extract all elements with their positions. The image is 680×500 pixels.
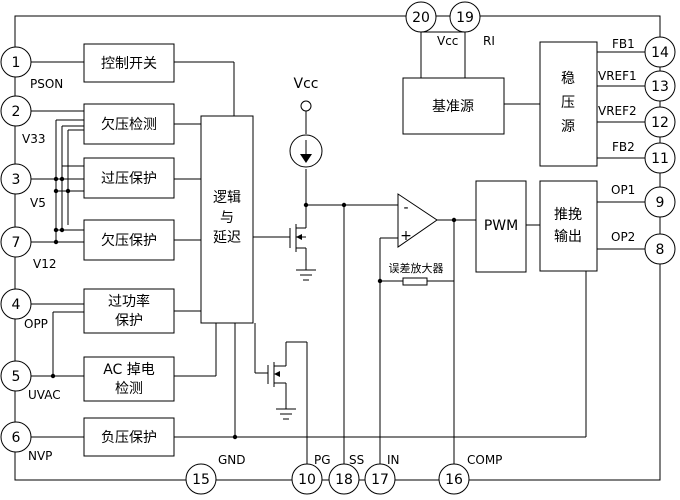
- pin-19-label: RI: [483, 34, 495, 48]
- pin-18-number: 18: [335, 472, 353, 488]
- reference-block: 基准源: [432, 98, 474, 115]
- pin-13-number: 13: [651, 79, 669, 95]
- pin-17: [364, 463, 396, 495]
- pin-5-label: UVAC: [28, 388, 61, 402]
- error-amp-label: 误差放大器: [389, 261, 444, 275]
- pin-11-label: FB2: [612, 140, 635, 154]
- pin-7-number: 7: [12, 235, 21, 251]
- pin-15-label: GND: [218, 453, 246, 467]
- pin-4-number: 4: [12, 297, 21, 313]
- pin-5: [0, 360, 32, 392]
- pin-2-label: V33: [22, 132, 45, 146]
- undervoltage-protect-block: 欠压保护: [101, 233, 157, 249]
- pin-7: [0, 226, 32, 258]
- logic-delay-line3: 延迟: [213, 230, 241, 246]
- pin-17-number: 17: [371, 472, 389, 488]
- pin-8: [644, 233, 676, 265]
- logic-delay-line2: 与: [220, 210, 234, 226]
- pin-12: [644, 106, 676, 138]
- undervoltage-detect-block: 欠压检测: [101, 117, 157, 133]
- pin-14-label: FB1: [612, 37, 635, 51]
- pin-15-number: 15: [192, 472, 210, 488]
- pin-14-number: 14: [651, 45, 669, 61]
- overpower-protect-line2: 保护: [115, 313, 143, 329]
- pin-8-number: 8: [656, 242, 665, 258]
- pin-13-label: VREF1: [598, 69, 637, 83]
- pin-16-label: COMP: [467, 453, 502, 467]
- pin-19-number: 19: [456, 10, 474, 26]
- pin-12-label: VREF2: [598, 104, 637, 118]
- overvoltage-protect-block: 过压保护: [101, 171, 157, 187]
- ac-detect-line2: 检测: [115, 381, 143, 397]
- regulator-line3: 源: [561, 119, 575, 135]
- pin-10-number: 10: [298, 472, 316, 488]
- pin-10-label: PG: [314, 453, 331, 467]
- vcc-source-label: Vcc: [294, 76, 319, 92]
- regulator-line2: 压: [561, 95, 575, 111]
- pin-9-label: OP1: [611, 183, 635, 197]
- pin-12-number: 12: [651, 115, 669, 131]
- ac-detect-line1: AC 掉电: [103, 362, 155, 378]
- pwm-block: PWM: [484, 218, 518, 234]
- overpower-protect-line1: 过功率: [108, 293, 150, 310]
- pin-18: [328, 463, 360, 495]
- pin-18-label: SS: [349, 453, 364, 467]
- pin-1-label: PSON: [30, 77, 63, 91]
- pin-15: [185, 463, 217, 495]
- pin-17-label: IN: [387, 453, 400, 467]
- pin-19: [449, 1, 481, 33]
- pin-3-label: V5: [30, 196, 46, 210]
- pin-13: [644, 70, 676, 102]
- regulator-line1: 稳: [561, 71, 575, 87]
- pin-16: [438, 463, 470, 495]
- pin-16-number: 16: [445, 472, 463, 488]
- pin-1: [0, 46, 32, 78]
- pin-2: [0, 95, 32, 127]
- opamp-minus: -: [403, 200, 408, 216]
- pin-11-number: 11: [651, 151, 669, 167]
- pin-9: [644, 186, 676, 218]
- pin-1-number: 1: [12, 55, 21, 71]
- pin-3: [0, 163, 32, 195]
- pin-4-label: OPP: [24, 317, 48, 331]
- pin-4: [0, 288, 32, 320]
- control-switch-block: 控制开关: [101, 56, 157, 72]
- pin-20: [405, 1, 437, 33]
- pin-11: [644, 142, 676, 174]
- pin-14: [644, 36, 676, 68]
- push-pull-line2: 输出: [554, 229, 582, 245]
- push-pull-line1: 推挽: [554, 207, 582, 223]
- opamp-plus: +: [400, 228, 412, 244]
- pin-3-number: 3: [12, 172, 21, 188]
- pin-6-number: 6: [12, 430, 21, 446]
- pin-6-label: NVP: [28, 449, 52, 463]
- pin-7-label: V12: [33, 257, 56, 271]
- pin-20-label: Vcc: [437, 34, 458, 48]
- negative-voltage-protect-block: 负压保护: [101, 430, 157, 446]
- pin-10: [291, 463, 323, 495]
- pin-5-number: 5: [12, 369, 21, 385]
- pin-9-number: 9: [656, 195, 665, 211]
- pin-6: [0, 421, 32, 453]
- logic-delay-line1: 逻辑: [213, 190, 241, 206]
- pin-8-label: OP2: [611, 230, 635, 244]
- pin-2-number: 2: [12, 104, 21, 120]
- pin-20-number: 20: [412, 10, 430, 26]
